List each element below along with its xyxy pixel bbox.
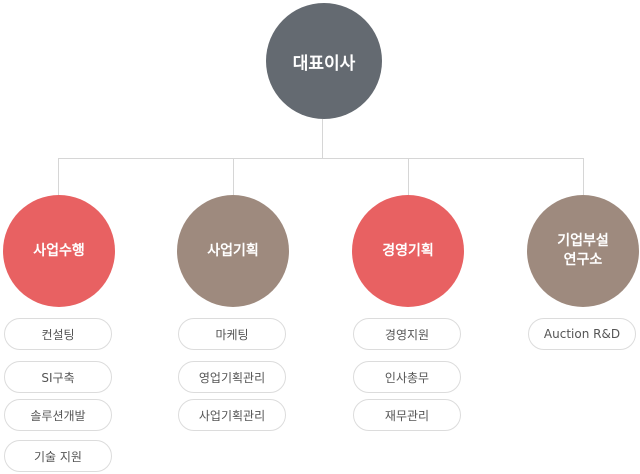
dept-item: 재무관리 bbox=[353, 399, 461, 431]
dept-node-management-planning: 경영기획 bbox=[352, 195, 464, 307]
dept-label: 사업수행 bbox=[33, 242, 85, 259]
connector-dept-2 bbox=[233, 158, 234, 195]
connector-horizontal bbox=[58, 158, 584, 159]
dept-label: 경영기획 bbox=[382, 242, 434, 259]
dept-node-business-execution: 사업수행 bbox=[3, 195, 115, 307]
dept-item: 사업기획관리 bbox=[178, 399, 286, 431]
dept-item: Auction R&D bbox=[528, 318, 636, 350]
connector-dept-4 bbox=[583, 158, 584, 195]
dept-item: 솔루션개발 bbox=[4, 399, 112, 431]
connector-dept-1 bbox=[58, 158, 59, 195]
connector-dept-3 bbox=[408, 158, 409, 195]
dept-node-research-institute: 기업부설 연구소 bbox=[527, 195, 639, 307]
dept-node-business-planning: 사업기획 bbox=[177, 195, 289, 307]
ceo-label: 대표이사 bbox=[292, 53, 356, 74]
dept-item: SI구축 bbox=[4, 361, 112, 393]
dept-item: 경영지원 bbox=[353, 318, 461, 350]
dept-item: 영업기획관리 bbox=[178, 361, 286, 393]
dept-label: 사업기획 bbox=[207, 242, 259, 259]
connector-root-vertical bbox=[322, 119, 323, 159]
dept-item: 인사총무 bbox=[353, 361, 461, 393]
dept-item: 마케팅 bbox=[178, 318, 286, 350]
ceo-node: 대표이사 bbox=[266, 3, 382, 119]
dept-item: 컨설팅 bbox=[4, 318, 112, 350]
dept-label: 기업부설 연구소 bbox=[557, 233, 609, 268]
dept-item: 기술 지원 bbox=[4, 440, 112, 472]
